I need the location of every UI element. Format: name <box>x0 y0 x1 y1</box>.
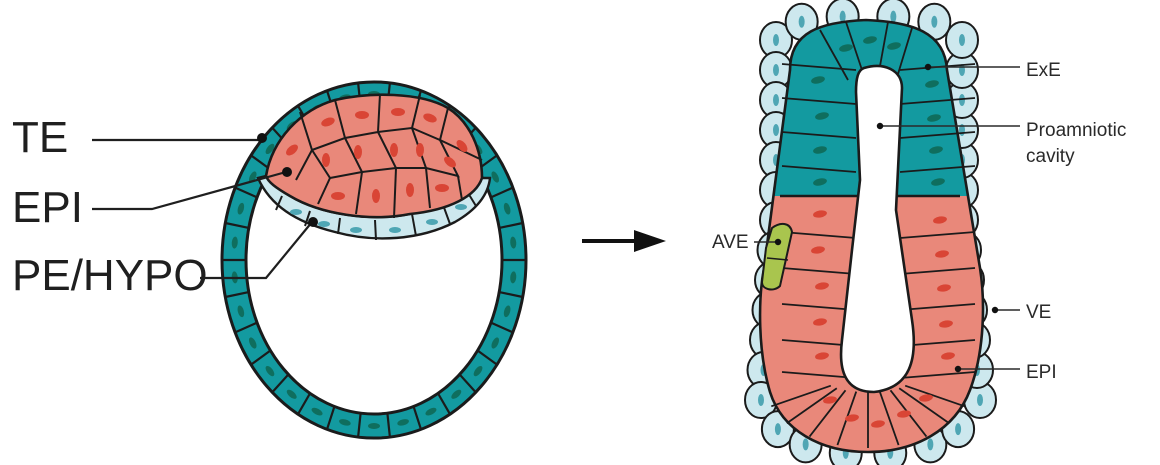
label-proamniotic-line2: cavity <box>1026 146 1075 167</box>
leader-pe-hypo-dot <box>308 217 318 227</box>
ve-nucleus <box>959 34 965 46</box>
ve-nucleus <box>931 16 937 28</box>
leader-ave-dot <box>775 239 781 245</box>
ve-nucleus <box>773 64 779 76</box>
leader-proamniotic-dot <box>877 123 883 129</box>
ve-nucleus <box>773 94 779 106</box>
label-pe-hypo: PE/HYPO <box>12 251 208 300</box>
ve-nucleus <box>927 438 933 450</box>
ve-nucleus <box>955 423 961 435</box>
label-proamniotic-line1: Proamniotic <box>1026 120 1126 141</box>
leader-te-dot <box>257 133 267 143</box>
leader-epi-right-dot <box>955 366 961 372</box>
ve-nucleus <box>773 124 779 136</box>
leader-exe-dot <box>925 64 931 70</box>
egg-cylinder <box>740 0 1000 465</box>
right-arrow-icon <box>582 230 666 252</box>
label-epi-right: EPI <box>1026 362 1057 383</box>
ve-nucleus <box>977 394 983 406</box>
leader-ve-dot <box>992 307 998 313</box>
leader-pe-hypo <box>200 222 312 278</box>
ve-nucleus <box>758 394 764 406</box>
blastocyst <box>222 82 526 438</box>
ve-nucleus <box>773 34 779 46</box>
label-ave: AVE <box>712 232 749 253</box>
label-te: TE <box>12 113 68 162</box>
ve-nucleus <box>890 11 896 23</box>
label-ve: VE <box>1026 302 1051 323</box>
label-exe: ExE <box>1026 60 1061 81</box>
ve-nucleus <box>799 16 805 28</box>
ring-nucleus <box>368 423 380 429</box>
ve-nucleus <box>775 423 781 435</box>
label-epi: EPI <box>12 183 83 232</box>
ve-nucleus <box>803 438 809 450</box>
leader-epi-dot <box>282 167 292 177</box>
